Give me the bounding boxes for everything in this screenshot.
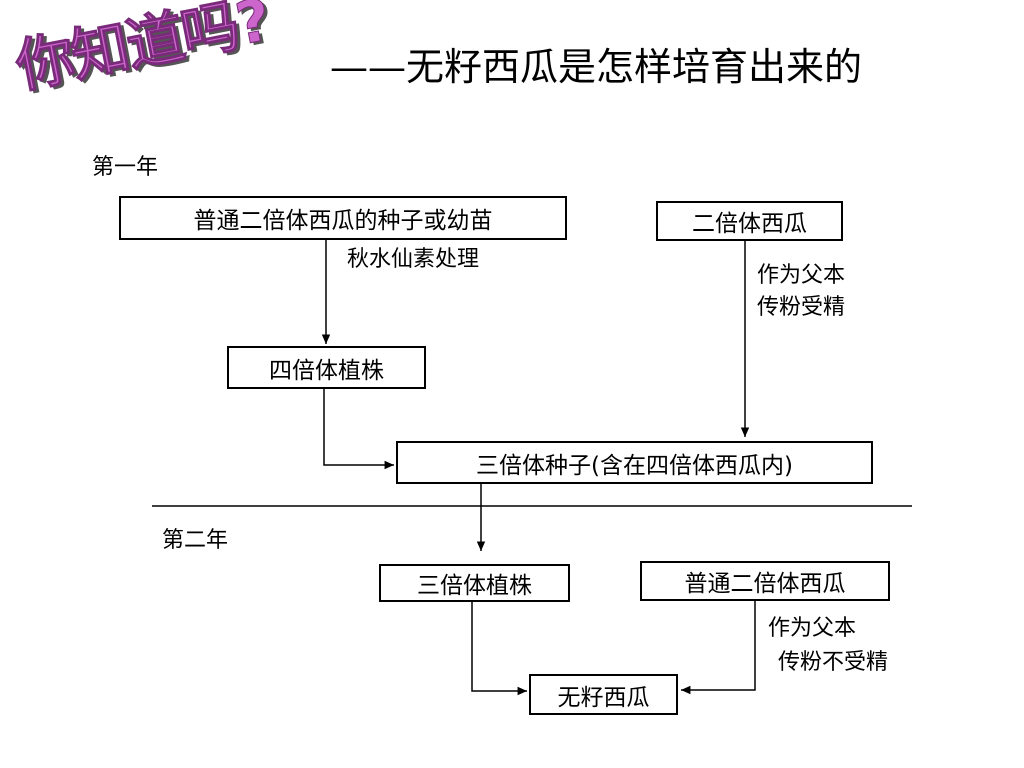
node-diploid-seed: 普通二倍体西瓜的种子或幼苗 <box>119 196 567 240</box>
node-diploid-father-1: 二倍体西瓜 <box>656 201 843 241</box>
year-label-second: 第二年 <box>162 528 229 553</box>
node-triploid-seed: 三倍体种子(含在四倍体西瓜内) <box>396 441 873 484</box>
node-seedless-watermelon: 无籽西瓜 <box>529 674 678 715</box>
node-tetraploid-plant: 四倍体植株 <box>227 346 426 389</box>
label-pollen-fertilize-1: 作为父本 <box>757 263 846 288</box>
label-pollen-nofertilize-2: 传粉不受精 <box>778 650 889 675</box>
arrow-diploid-to-seedless <box>681 600 756 695</box>
label-pollen-nofertilize-1: 作为父本 <box>768 616 857 641</box>
arrow-triploid-plant-to-seedless <box>471 602 527 696</box>
node-triploid-plant: 三倍体植株 <box>379 564 570 602</box>
label-colchicine: 秋水仙素处理 <box>347 247 480 272</box>
label-pollen-fertilize-2: 传粉受精 <box>757 295 846 320</box>
arrow-tetraploid-to-triploid-seed <box>323 388 394 470</box>
year-label-first: 第一年 <box>92 155 159 180</box>
node-diploid-father-2: 普通二倍体西瓜 <box>640 561 890 601</box>
page-title: ——无籽西瓜是怎样培育出来的 <box>330 45 863 89</box>
